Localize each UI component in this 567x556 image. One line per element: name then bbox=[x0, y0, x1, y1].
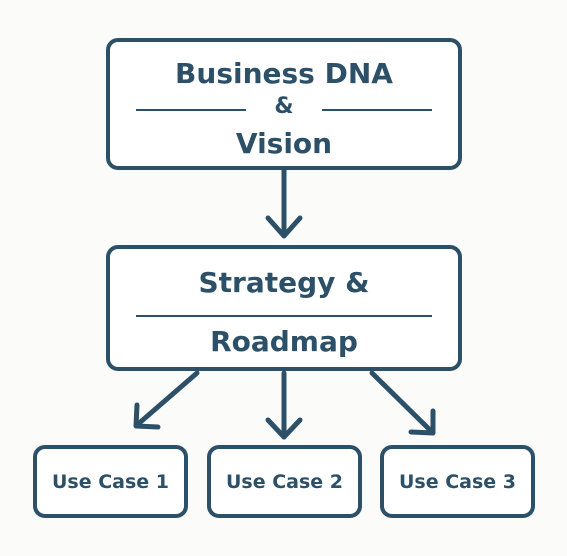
arrow-down-left-icon bbox=[133, 402, 161, 430]
use-case-3-box: Use Case 3 bbox=[380, 445, 535, 518]
middle-to-use-case-1-arrow bbox=[133, 370, 200, 430]
use-case-3-label: Use Case 3 bbox=[398, 470, 517, 493]
arrow-down-icon bbox=[265, 417, 303, 440]
middle-to-use-case-3-arrow-shaft bbox=[369, 370, 435, 435]
top-to-middle-arrow bbox=[265, 167, 303, 239]
strategy-roadmap-box: Strategy & Roadmap bbox=[106, 245, 462, 371]
middle-box-divider bbox=[136, 315, 432, 317]
top-box-divider-left bbox=[136, 109, 246, 111]
roadmap-label: Roadmap bbox=[210, 325, 358, 358]
middle-to-use-case-3-arrow bbox=[369, 370, 436, 436]
use-case-2-box: Use Case 2 bbox=[207, 445, 362, 518]
arrow-down-right-icon bbox=[408, 408, 436, 436]
use-case-2-label: Use Case 2 bbox=[225, 470, 344, 493]
use-case-1-label: Use Case 1 bbox=[51, 470, 170, 493]
vision-label: Vision bbox=[235, 127, 333, 160]
top-box-ampersand: & bbox=[274, 94, 294, 119]
business-dna-label: Business DNA bbox=[175, 57, 393, 90]
middle-to-use-case-2-arrow bbox=[265, 370, 303, 440]
top-box-divider-right bbox=[322, 109, 432, 111]
middle-to-use-case-1-arrow-shaft bbox=[134, 370, 200, 428]
strategy-label: Strategy & bbox=[198, 266, 370, 299]
arrow-down-icon bbox=[265, 215, 303, 239]
business-dna-vision-box: Business DNA & Vision bbox=[106, 38, 462, 170]
use-case-1-box: Use Case 1 bbox=[33, 445, 188, 518]
